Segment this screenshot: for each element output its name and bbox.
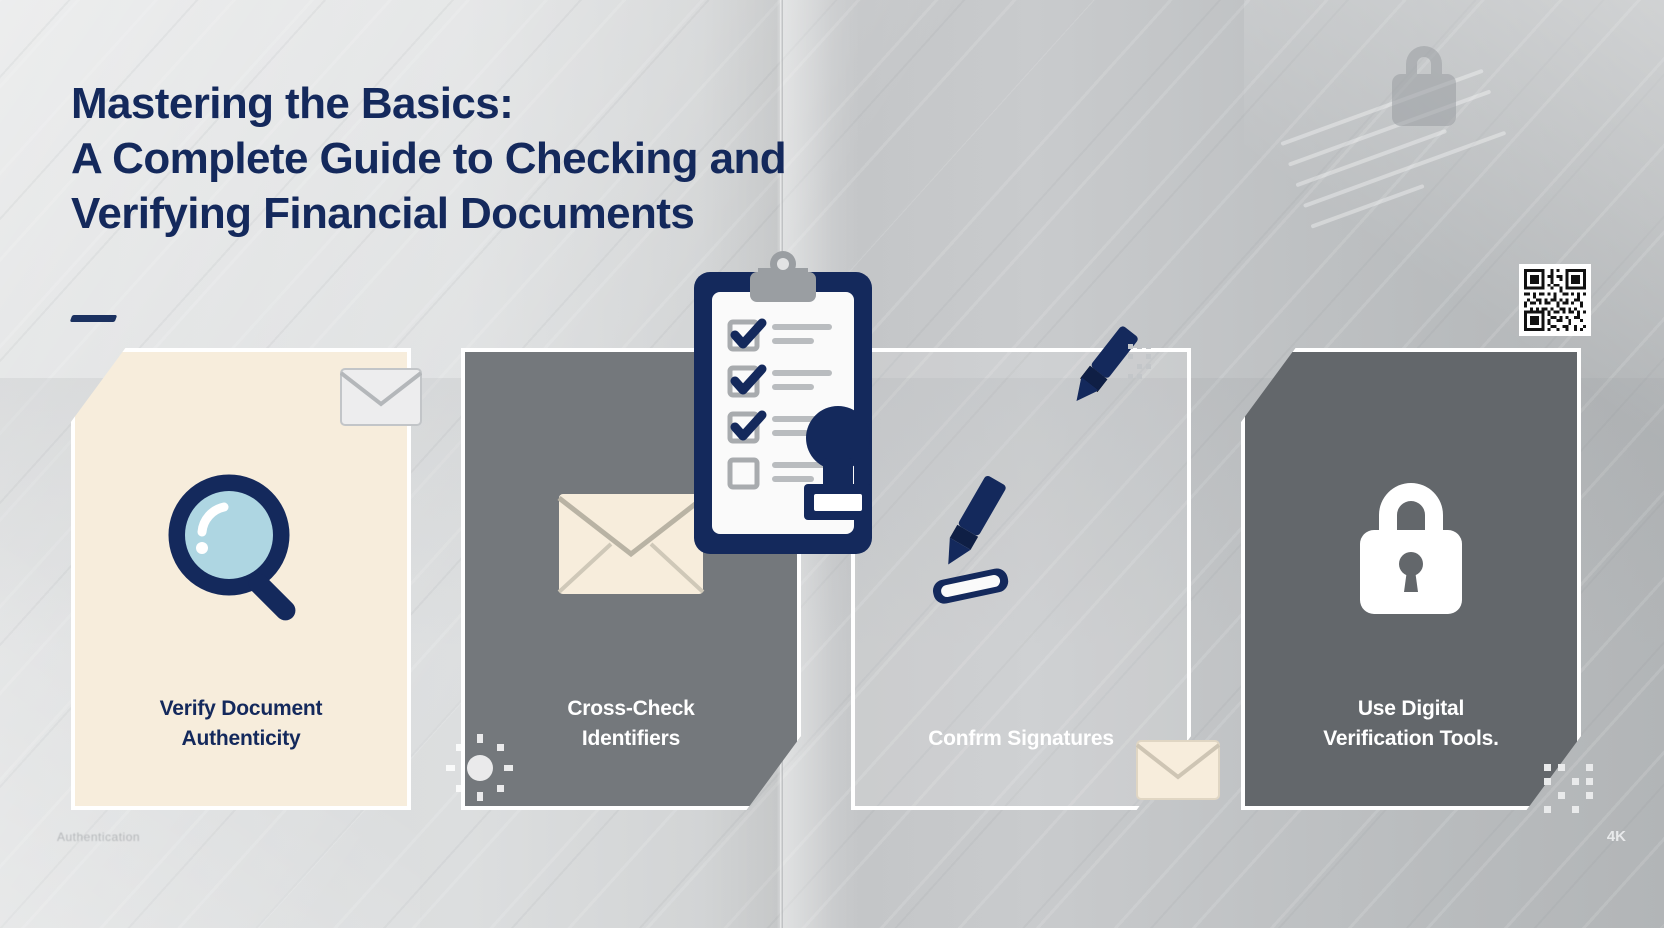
step-card-label-line-1: Cross-Check [567, 697, 695, 720]
dot-pattern-decoration [440, 728, 520, 813]
envelope-icon [1135, 740, 1221, 800]
quality-badge: 4K [1606, 828, 1626, 845]
padlock-icon [1245, 472, 1577, 622]
step-card-label: Verify Document Authenticity [160, 694, 323, 754]
page-title-line-2: A Complete Guide to Checking and [71, 134, 787, 183]
step-card-use-digital-verification-tools[interactable]: Use Digital Verification Tools. [1241, 348, 1581, 810]
magnifying-glass-icon [75, 472, 407, 622]
envelope-icon [465, 492, 797, 596]
step-card-confirm-signatures[interactable]: Confrm Signatures [851, 348, 1191, 810]
fountain-pen-icon [1040, 318, 1160, 414]
step-card-label-line-1: Use Digital [1357, 697, 1465, 720]
qr-code-icon [1519, 264, 1591, 336]
clipboard-checklist-icon [692, 246, 898, 564]
fountain-pen-icon [905, 470, 1035, 610]
step-card-label: Cross-Check Identifiers [567, 694, 695, 754]
step-card-label-line-1: Verify Document [159, 697, 323, 720]
step-card-label: Confrm Signatures [928, 724, 1114, 754]
envelope-icon [339, 368, 423, 426]
padlock-icon [1378, 36, 1470, 132]
step-card-label-line-2: Identifiers [581, 727, 681, 750]
page-title-line-3: Verifying Financial Documents [71, 189, 695, 238]
step-card-label-line-2: Verification Tools. [1323, 727, 1499, 750]
step-card-label-line-1: Confrm Signatures [928, 727, 1114, 750]
title-underline-dash [69, 315, 117, 322]
footer-watermark: Authentication [57, 830, 141, 844]
page-title-line-1: Mastering the Basics: [71, 79, 514, 128]
page-title: Mastering the Basics: A Complete Guide t… [71, 76, 891, 241]
dot-pattern-decoration [1540, 760, 1610, 835]
step-card-label-line-2: Authenticity [181, 727, 301, 750]
step-card-label: Use Digital Verification Tools. [1323, 694, 1499, 754]
